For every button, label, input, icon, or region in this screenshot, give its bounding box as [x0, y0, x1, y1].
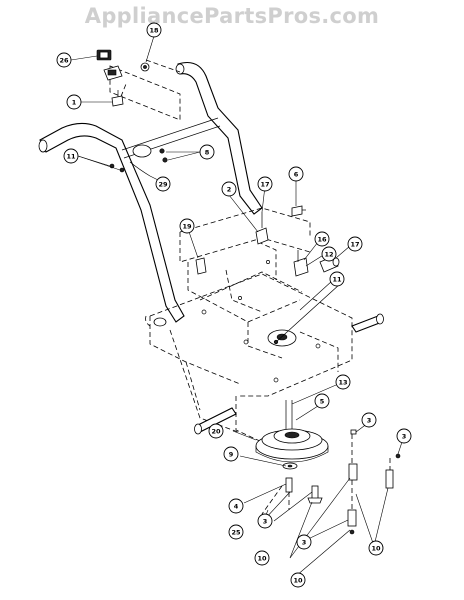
svg-text:2: 2 — [227, 186, 232, 194]
svg-text:3: 3 — [402, 433, 407, 441]
pulley-assembly — [255, 400, 329, 515]
svg-text:3: 3 — [263, 518, 268, 526]
svg-text:10: 10 — [371, 545, 381, 553]
callout-10-c: 10 — [368, 540, 384, 556]
svg-text:29: 29 — [158, 181, 168, 189]
callout-10-b: 10 — [290, 572, 306, 588]
callout-19: 19 — [179, 218, 195, 234]
svg-text:4: 4 — [234, 503, 239, 511]
svg-text:20: 20 — [211, 428, 221, 436]
callout-4: 4 — [228, 498, 244, 514]
callout-9: 9 — [223, 446, 239, 462]
svg-text:25: 25 — [231, 529, 241, 537]
svg-text:18: 18 — [149, 27, 159, 35]
svg-text:26: 26 — [59, 57, 69, 65]
svg-text:17: 17 — [260, 181, 269, 189]
svg-text:9: 9 — [229, 451, 234, 459]
svg-text:17: 17 — [350, 241, 359, 249]
svg-text:13: 13 — [338, 379, 347, 387]
svg-text:3: 3 — [367, 417, 372, 425]
callout-2: 2 — [221, 181, 237, 197]
control-parts — [96, 49, 168, 177]
callout-11-lower: 11 — [329, 271, 345, 287]
callout-3-c: 3 — [257, 513, 273, 529]
callout-25: 25 — [228, 524, 244, 540]
callout-5: 5 — [314, 393, 330, 409]
callout-18: 18 — [146, 22, 162, 38]
callout-26: 26 — [56, 52, 72, 68]
callout-20: 20 — [208, 423, 224, 439]
callout-8: 8 — [199, 144, 215, 160]
svg-text:16: 16 — [317, 236, 327, 244]
callout-16: 16 — [314, 231, 330, 247]
callout-3-a: 3 — [361, 412, 377, 428]
callout-13: 13 — [335, 374, 351, 390]
callout-11-upper: 11 — [63, 148, 79, 164]
callout-17-lower: 17 — [347, 236, 363, 252]
callout-29: 29 — [155, 176, 171, 192]
callout-12: 12 — [321, 246, 337, 262]
svg-text:19: 19 — [182, 223, 192, 231]
svg-text:10: 10 — [293, 577, 303, 585]
svg-text:3: 3 — [302, 539, 307, 547]
watermark-text: AppliancePartsPros.com — [84, 4, 380, 28]
svg-text:12: 12 — [324, 251, 333, 259]
handle-assembly — [38, 59, 263, 323]
linkage-parts — [195, 205, 341, 345]
svg-text:1: 1 — [72, 99, 77, 107]
leader-lines — [70, 35, 405, 577]
callout-6: 6 — [288, 166, 304, 182]
svg-text:10: 10 — [257, 555, 267, 563]
deck-frame — [145, 207, 384, 443]
svg-text:5: 5 — [320, 398, 325, 406]
callout-17-upper: 17 — [257, 176, 273, 192]
svg-text:8: 8 — [205, 149, 210, 157]
callout-10-a: 10 — [254, 550, 270, 566]
callout-1: 1 — [66, 94, 82, 110]
hardware-parts — [307, 429, 401, 535]
svg-text:11: 11 — [66, 153, 76, 161]
callout-3-d: 3 — [296, 534, 312, 550]
callout-3-b: 3 — [396, 428, 412, 444]
svg-text:11: 11 — [332, 276, 342, 284]
svg-text:6: 6 — [294, 171, 299, 179]
